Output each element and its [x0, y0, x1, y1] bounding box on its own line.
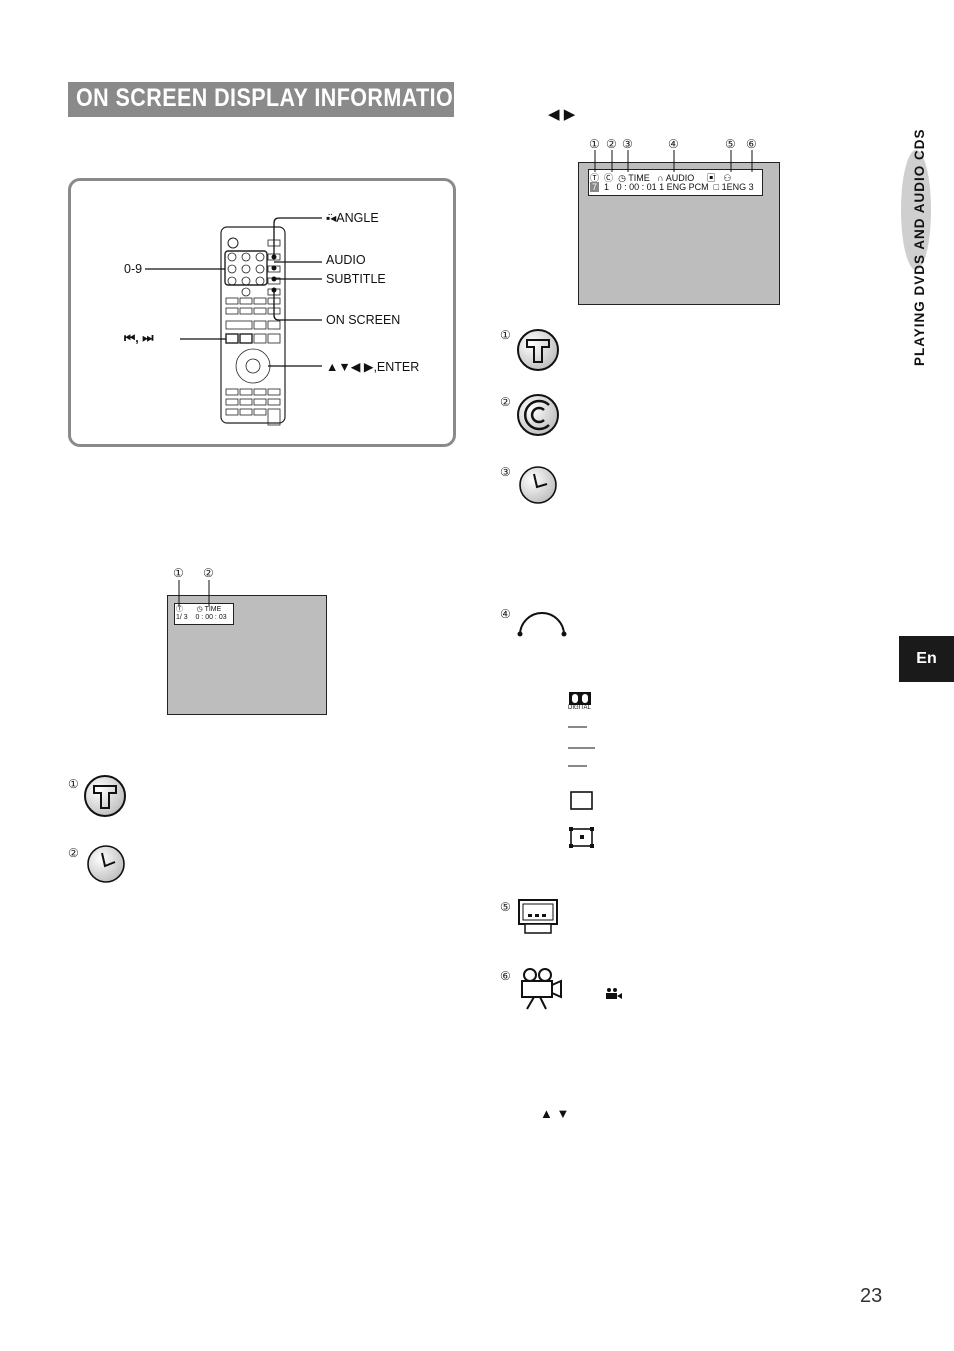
audio-label: AUDIO — [326, 253, 366, 267]
page-number: 23 — [860, 1285, 883, 1307]
legend-left-1: ① — [68, 777, 79, 791]
camera-icon: ⚇ — [723, 173, 732, 183]
language-tab: En — [899, 636, 954, 682]
subtitle-icon: ▣ — [706, 173, 716, 183]
stereo-icon — [570, 791, 593, 810]
camera-icon-large — [521, 968, 562, 1010]
cd-callout-2: ② — [203, 566, 214, 580]
legend-right-2: ② — [500, 395, 511, 409]
dvd-osd-row1: Ⓣ Ⓒ ◷ TIME ∩ AUDIO ▣ ⚇ — [590, 173, 732, 183]
dvd-osd-row2: 7 1 0 : 00 : 01 1 ENG PCM □ 1ENG 3 — [590, 182, 754, 192]
subtitle-icon-large — [518, 899, 558, 934]
clock-icon: ◷ — [196, 606, 203, 613]
dvd-callout-4: ④ — [668, 137, 679, 151]
dvd-callout-1: ① — [589, 137, 600, 151]
angle-label: ▪̈◂ANGLE — [326, 211, 379, 225]
dvd-osd-bar — [588, 169, 763, 196]
dvd-callout-3: ③ — [622, 137, 633, 151]
dvd-callout-5: ⑤ — [725, 137, 736, 151]
chapter-icon-large — [517, 394, 559, 436]
headphone-icon: ∩ — [657, 173, 664, 183]
title-icon-large — [517, 329, 559, 371]
cd-osd-bar — [174, 603, 234, 625]
skip-label: ⏮, ⏭ — [124, 331, 154, 345]
cd-callout-1: ① — [173, 566, 184, 580]
title-bar — [68, 82, 454, 117]
on-screen-label: ON SCREEN — [326, 313, 401, 327]
angle-icon: ▪̈◂ — [326, 211, 337, 225]
chapter-icon: Ⓒ — [604, 173, 614, 183]
legend-right-3: ③ — [500, 465, 511, 479]
legend-right-5: ⑤ — [500, 900, 511, 914]
legend-right-4: ④ — [500, 607, 511, 621]
title-icon: Ⓣ — [590, 173, 600, 183]
up-down-arrows: ▲ ▼ — [540, 1106, 570, 1121]
square-icon: □ — [713, 182, 720, 192]
headphone-icon-large — [517, 612, 567, 637]
clock-icon-left — [87, 845, 125, 883]
cd-osd-row2: 1/ 3 0 : 00 : 03 — [176, 614, 227, 621]
dvd-callout-2: ② — [606, 137, 617, 151]
enter-label: ▲▼◀ ▶,ENTER — [326, 360, 420, 374]
dolby-digital-label: DIGITAL — [568, 705, 591, 711]
title-icon-left — [84, 775, 126, 817]
dvd-callout-6: ⑥ — [746, 137, 757, 151]
angle-icon-small — [606, 988, 622, 999]
title-icon: Ⓣ — [176, 606, 183, 613]
clock-icon-large — [519, 466, 557, 504]
page-title: ON SCREEN DISPLAY INFORMATION — [76, 84, 470, 112]
legend-left-2: ② — [68, 846, 79, 860]
surround-icon — [569, 827, 594, 848]
cd-osd-row1: Ⓣ ◷ TIME — [176, 606, 222, 613]
remote-illustration-box — [68, 178, 456, 447]
clock-icon: ◷ — [618, 173, 626, 183]
left-right-arrows: ◀ ▶ — [548, 106, 576, 123]
subtitle-label: SUBTITLE — [326, 272, 386, 286]
side-section-label: PLAYING DVDS AND AUDIO CDS — [912, 128, 927, 366]
dolby-digital-icon — [569, 692, 591, 705]
digits-label: 0-9 — [124, 262, 143, 276]
legend-right-1: ① — [500, 328, 511, 342]
legend-right-6: ⑥ — [500, 969, 511, 983]
